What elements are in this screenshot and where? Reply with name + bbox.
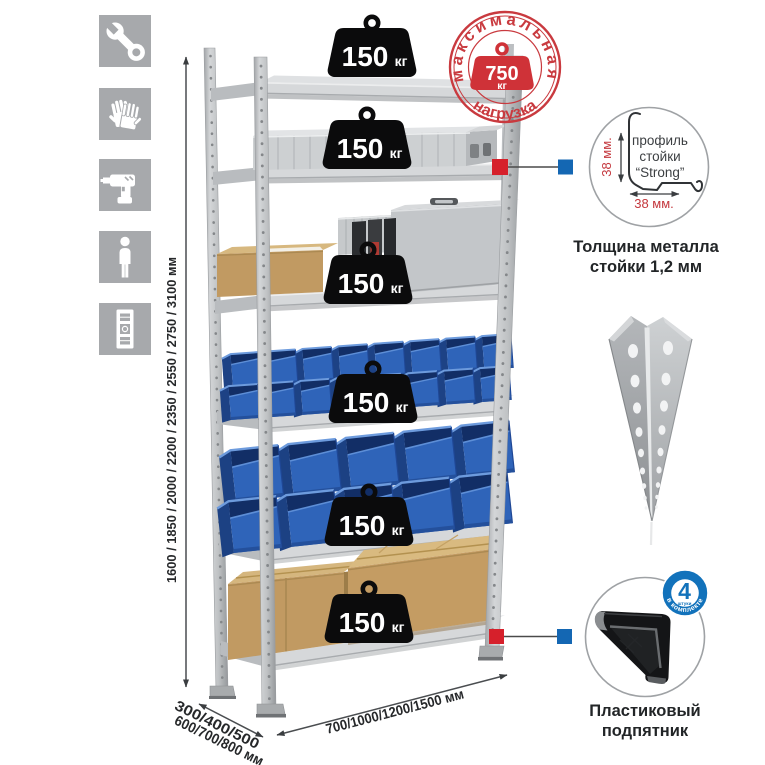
- angle-post-image: [608, 316, 693, 546]
- badge-unit: кг: [392, 522, 405, 538]
- profile-label-line1: профиль: [632, 133, 688, 148]
- height-dimension-label: 1600 / 1850 / 2000 / 2200 / 2350 / 2550 …: [164, 257, 179, 583]
- badge-value: 150: [342, 41, 389, 72]
- profile-caption-line1: Толщина металла: [573, 238, 719, 256]
- badge-value: 150: [337, 133, 384, 164]
- wrench-icon: [99, 15, 151, 67]
- foot-caption-line2: подпятник: [602, 722, 689, 740]
- badge-value: 150: [339, 510, 386, 541]
- foot-caption-line1: Пластиковый: [589, 702, 700, 720]
- load-badge-3: 150 кг: [323, 241, 413, 304]
- load-badge-4: 150 кг: [328, 360, 418, 423]
- depth-dimension: 300/400/500 600/700/800 мм: [172, 698, 266, 765]
- level-icon: [99, 303, 151, 355]
- profile-label-line2: стойки: [639, 149, 680, 164]
- drill-icon: [99, 159, 151, 211]
- stamp-unit: кг: [497, 80, 507, 92]
- shelf-load-badges: 150 кг 150 кг 150 кг 150 кг: [322, 14, 418, 643]
- height-dimension: 1600 / 1850 / 2000 / 2200 / 2350 / 2550 …: [164, 56, 189, 688]
- post-profile-drawing: [628, 112, 703, 193]
- badge-unit: кг: [392, 619, 405, 635]
- load-badge-1: 150 кг: [327, 14, 417, 77]
- profile-marker-red: [492, 159, 508, 175]
- foot-marker-blue: [557, 629, 572, 644]
- profile-vertical-dim: 38 мм.: [599, 137, 614, 177]
- badge-value: 150: [338, 268, 385, 299]
- gloves-icon: [99, 88, 151, 140]
- load-badge-5: 150 кг: [324, 483, 414, 546]
- profile-marker-blue: [558, 159, 573, 175]
- foot-marker-red: [489, 629, 504, 644]
- plastic-foot-image: [594, 611, 671, 684]
- width-dimension-label: 700/1000/1200/1500 мм: [324, 686, 465, 737]
- badge-unit: кг: [395, 53, 408, 69]
- shelf-1: [211, 75, 526, 104]
- foot-connector: [489, 629, 572, 644]
- stamp-weight-icon: 750 кг: [470, 42, 534, 92]
- count-badge-unit: штуки: [678, 601, 692, 606]
- person-icon: [99, 231, 151, 283]
- badge-unit: кг: [396, 399, 409, 415]
- width-dimension: 700/1000/1200/1500 мм: [276, 673, 508, 737]
- profile-callout: 38 мм. 38 мм. профиль стойки “Strong” То…: [573, 106, 720, 276]
- badge-value: 150: [339, 607, 386, 638]
- badge-value: 150: [343, 387, 390, 418]
- profile-caption-line2: стойки 1,2 мм: [590, 258, 702, 276]
- foot-callout: 4 штуки в комплекте Пластиковый подпятни…: [584, 569, 709, 740]
- load-badge-6: 150 кг: [324, 580, 414, 643]
- max-load-stamp: максимальная нагрузка 750 кг: [447, 10, 562, 123]
- profile-label-line3: “Strong”: [636, 165, 685, 180]
- stamp-value: 750: [485, 63, 518, 85]
- count-badge: 4 штуки в комплекте: [661, 569, 709, 617]
- badge-unit: кг: [391, 280, 404, 296]
- badge-unit: кг: [390, 145, 403, 161]
- count-badge-number: 4: [678, 578, 691, 604]
- profile-horizontal-dim: 38 мм.: [634, 196, 674, 211]
- rack-post-front-left: [253, 56, 286, 718]
- load-badge-2: 150 кг: [322, 106, 412, 169]
- profile-connector: [492, 159, 573, 175]
- rack-post-front-right: [478, 55, 524, 661]
